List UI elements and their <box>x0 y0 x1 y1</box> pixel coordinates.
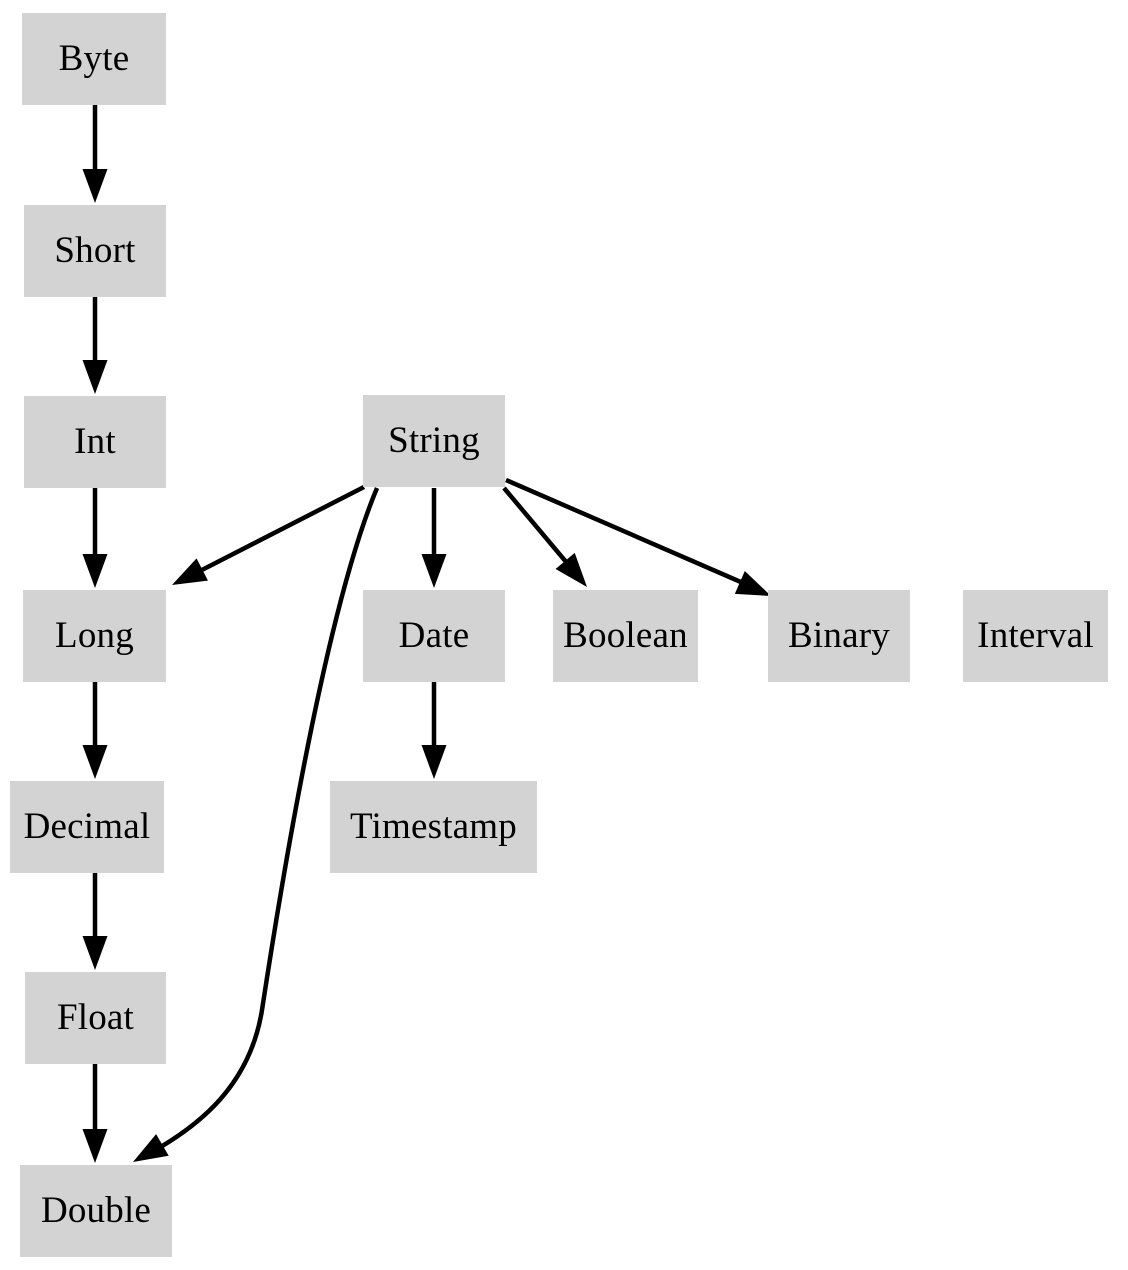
node-label-int: Int <box>74 420 116 462</box>
node-string[interactable]: String <box>363 395 505 487</box>
arrowhead-string-binary <box>734 570 771 596</box>
node-binary[interactable]: Binary <box>768 590 910 682</box>
node-int[interactable]: Int <box>24 396 166 488</box>
edge-string-boolean <box>502 486 574 571</box>
arrowhead-float-double <box>82 1129 108 1163</box>
node-label-float: Float <box>56 996 135 1038</box>
node-label-interval: Interval <box>977 614 1094 656</box>
edge-string-double <box>150 487 380 1154</box>
node-label-decimal: Decimal <box>23 805 151 847</box>
node-boolean[interactable]: Boolean <box>553 590 698 682</box>
node-label-string: String <box>388 419 480 461</box>
arrowhead-short-int <box>82 360 108 394</box>
arrowhead-long-decimal <box>82 745 108 779</box>
node-decimal[interactable]: Decimal <box>10 781 164 873</box>
arrowhead-string-double <box>133 1134 169 1162</box>
node-long[interactable]: Long <box>23 590 166 682</box>
edge-string-binary <box>505 477 751 589</box>
node-label-byte: Byte <box>58 37 130 79</box>
node-short[interactable]: Short <box>24 205 166 297</box>
node-date[interactable]: Date <box>363 590 505 682</box>
arrowhead-decimal-float <box>82 936 108 970</box>
arrowhead-string-date <box>421 554 447 588</box>
edge-string-long <box>194 484 366 576</box>
arrowhead-string-long <box>172 558 208 585</box>
node-byte[interactable]: Byte <box>22 13 166 105</box>
arrowhead-string-boolean <box>555 552 587 587</box>
node-double[interactable]: Double <box>20 1165 172 1257</box>
node-interval[interactable]: Interval <box>963 590 1108 682</box>
node-label-long: Long <box>55 614 134 656</box>
node-label-double: Double <box>40 1189 152 1231</box>
node-label-boolean: Boolean <box>563 614 688 656</box>
arrowhead-byte-short <box>82 169 108 203</box>
node-label-binary: Binary <box>788 614 890 656</box>
node-label-date: Date <box>398 614 470 656</box>
arrowhead-date-timestamp <box>421 745 447 779</box>
arrowhead-group <box>82 169 771 1163</box>
node-label-timestamp: Timestamp <box>350 805 517 847</box>
node-label-short: Short <box>54 229 136 271</box>
edge-group <box>92 105 751 1154</box>
node-float[interactable]: Float <box>25 972 166 1064</box>
arrowhead-int-long <box>82 554 108 588</box>
node-timestamp[interactable]: Timestamp <box>330 781 537 873</box>
